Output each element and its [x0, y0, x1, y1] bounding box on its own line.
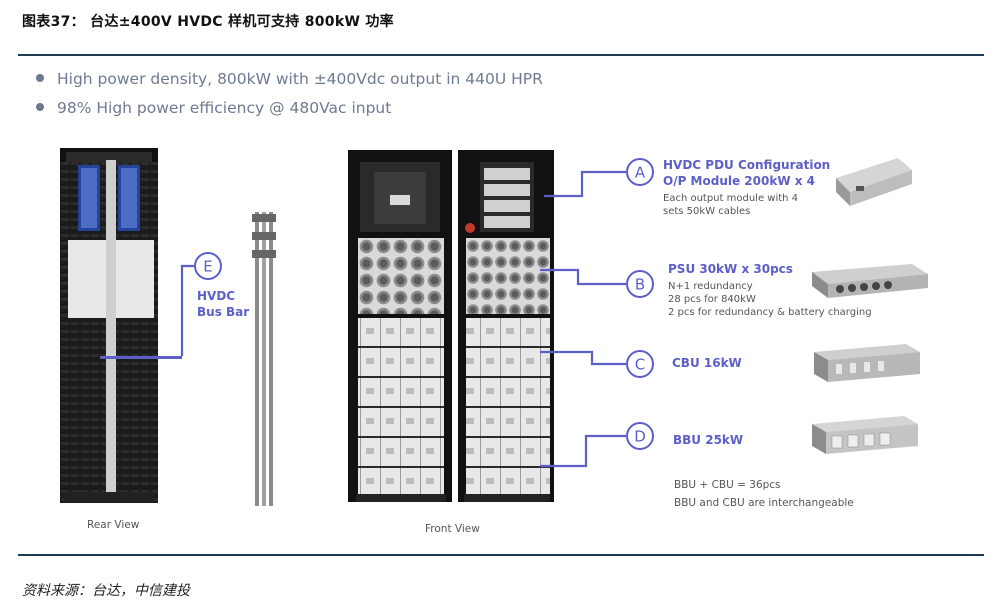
pdu-module-image: [836, 158, 912, 206]
figure-title: 图表37： 台达±400V HVDC 样机可支持 800kW 功率: [22, 14, 394, 30]
bbu-module-image: [812, 416, 918, 454]
marker-a-letter: A: [635, 164, 646, 182]
marker-a: [626, 158, 654, 186]
rear-rack: [60, 148, 182, 503]
front-view-label: Front View: [425, 523, 480, 535]
top-divider: [18, 54, 984, 56]
callout-b-desc-line2: 28 pcs for 840kW: [668, 294, 756, 305]
bullet-1: High power density, 800kW with ±400Vdc o…: [36, 70, 543, 88]
callout-markers: [194, 158, 654, 450]
callout-b-title: PSU 30kW x 30pcs: [668, 262, 793, 276]
bullet-2: 98% High power efficiency @ 480Vac input: [36, 99, 391, 117]
marker-d-letter: D: [634, 428, 646, 446]
front-rack-right: [458, 150, 554, 502]
bullet-2-text: 98% High power efficiency @ 480Vac input: [57, 99, 392, 117]
marker-d: [626, 422, 654, 450]
rear-view-label: Rear View: [87, 519, 140, 531]
callout-b-desc-line3: 2 pcs for redundancy & battery charging: [668, 307, 872, 318]
callout-a-desc-line1: Each output module with 4: [663, 193, 799, 204]
connector-c: [540, 350, 626, 366]
connector-e: [180, 264, 194, 356]
callout-d-title: BBU 25kW: [673, 433, 744, 447]
source-note: 资料来源：台达，中信建投: [22, 583, 190, 599]
hvdc-bus-bar-graphic: [252, 212, 276, 506]
callout-a-title-line2: O/P Module 200kW x 4: [663, 174, 816, 188]
callout-a-title-line1: HVDC PDU Configuration: [663, 158, 831, 172]
note-bbu-cbu-count: BBU + CBU = 36pcs: [674, 479, 781, 491]
callout-e-title-line1: HVDC: [197, 289, 236, 303]
connector-b: [540, 268, 626, 286]
psu-module-image: [812, 264, 928, 298]
marker-c: [626, 350, 654, 378]
bottom-divider: [18, 554, 984, 556]
callout-e-title: HVDC Bus Bar: [197, 288, 249, 320]
connector-d: [540, 434, 626, 468]
note-interchangeable: BBU and CBU are interchangeable: [674, 497, 854, 509]
cbu-module-image: [814, 344, 920, 382]
marker-b: [626, 270, 654, 298]
marker-e-letter: E: [203, 258, 212, 276]
callout-b-desc: N+1 redundancy 28 pcs for 840kW 2 pcs fo…: [668, 280, 872, 319]
marker-c-letter: C: [635, 356, 645, 374]
callout-b-desc-line1: N+1 redundancy: [668, 281, 753, 292]
callout-a-desc-line2: sets 50kW cables: [663, 206, 751, 217]
bullet-1-text: High power density, 800kW with ±400Vdc o…: [57, 70, 543, 88]
callout-e-title-line2: Bus Bar: [197, 305, 250, 319]
front-rack-left: [348, 150, 452, 502]
callout-c-title: CBU 16kW: [672, 356, 742, 370]
callout-connectors: [180, 170, 626, 468]
marker-b-letter: B: [635, 276, 645, 294]
callout-a-desc: Each output module with 4 sets 50kW cabl…: [663, 192, 798, 218]
callout-a-title: HVDC PDU Configuration O/P Module 200kW …: [663, 157, 830, 189]
connector-a: [544, 170, 626, 198]
marker-e: [194, 252, 222, 280]
